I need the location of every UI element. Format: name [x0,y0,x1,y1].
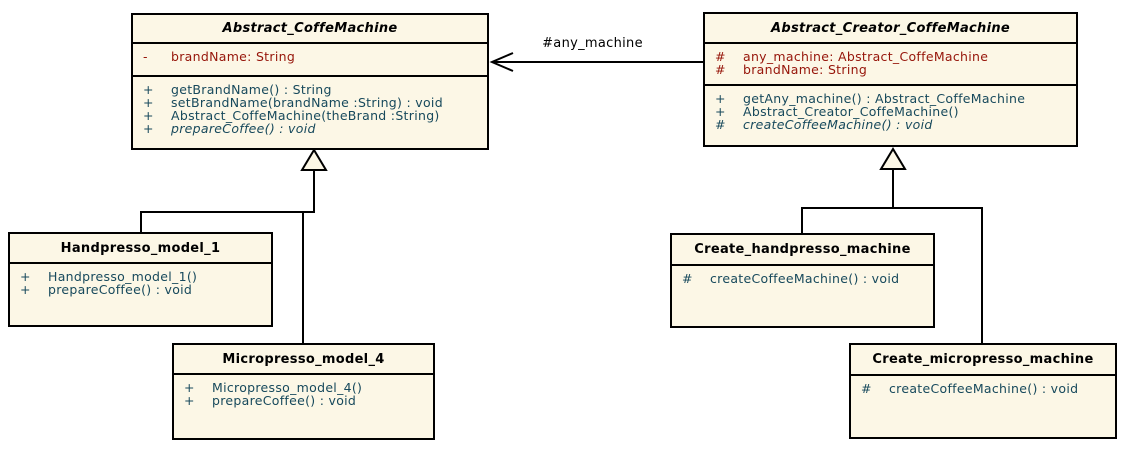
generalization-line-left [140,169,315,233]
class-name: Create_handpresso_machine [694,242,911,257]
method-row: + Handpresso_model_1() [10,270,271,283]
method-text: Handpresso_model_1() [48,269,198,284]
association-label: #any_machine [542,36,643,51]
method-row: # createCoffeeMachine() : void [851,382,1115,395]
method-text: createCoffeeMachine() : void [710,271,900,286]
class-handpresso-model-1[interactable]: Handpresso_model_1 + Handpresso_model_1()… [8,232,273,327]
method-text: Abstract_CoffeMachine(theBrand :String) [171,108,440,123]
methods-compartment: + getBrandName() : String + setBrandName(b… [133,75,487,148]
class-title-bar: Abstract_Creator_CoffeMachine [705,14,1076,42]
method-text: prepareCoffee() : void [171,121,316,136]
visibility-marker: + [143,82,154,97]
class-abstract-creator-coffemachine[interactable]: Abstract_Creator_CoffeMachine # any_machi… [703,12,1078,147]
visibility-marker: + [184,393,195,408]
class-micropresso-model-4[interactable]: Micropresso_model_4 + Micropresso_model_4… [172,343,435,440]
visibility-marker: + [184,380,195,395]
class-title-bar: Create_micropresso_machine [851,345,1115,374]
method-row: + prepareCoffee() : void [174,394,433,407]
visibility-marker: + [715,91,726,106]
class-name: Micropresso_model_4 [222,351,385,367]
method-text: createCoffeeMachine() : void [889,381,1079,396]
method-row: + getBrandName() : String [133,83,487,96]
attribute-row: - brandName: String [133,50,487,63]
attribute-row: # any_machine: Abstract_CoffeMachine [705,50,1076,63]
visibility-marker: # [715,117,726,132]
method-row: + Abstract_Creator_CoffeMachine() [705,105,1076,118]
visibility-marker: # [715,62,726,77]
method-row: + setBrandName(brandName :String) : void [133,96,487,109]
visibility-marker: + [20,269,31,284]
method-text: Abstract_Creator_CoffeMachine() [743,104,959,119]
attribute-text: brandName: String [743,62,868,77]
method-row: + Abstract_CoffeMachine(theBrand :String) [133,109,487,122]
inheritance-triangle-icon-left [300,148,328,171]
class-name: Abstract_Creator_CoffeMachine [770,20,1011,36]
visibility-marker: + [20,282,31,297]
class-create-micropresso-machine[interactable]: Create_micropresso_machine # createCoffee… [849,343,1117,439]
method-text: Micropresso_model_4() [212,380,363,395]
visibility-marker: + [143,108,154,123]
method-text: prepareCoffee() : void [48,282,193,297]
class-name: Handpresso_model_1 [60,240,221,256]
method-text: createCoffeeMachine() : void [743,117,933,132]
methods-compartment: + Micropresso_model_4() + prepareCoffee() … [174,373,433,438]
association-arrowhead-icon [489,52,514,72]
class-title-bar: Abstract_CoffeMachine [133,15,487,42]
method-row: + prepareCoffee() : void [10,283,271,296]
class-create-handpresso-machine[interactable]: Create_handpresso_machine # createCoffeeM… [670,233,935,328]
attribute-row: # brandName: String [705,63,1076,76]
class-title-bar: Handpresso_model_1 [10,234,271,262]
method-row: + getAny_machine() : Abstract_CoffeMachin… [705,92,1076,105]
visibility-marker: + [143,121,154,136]
visibility-marker: - [143,49,148,64]
attribute-text: any_machine: Abstract_CoffeMachine [743,49,989,64]
attributes-compartment: # any_machine: Abstract_CoffeMachine # bra… [705,42,1076,84]
methods-compartment: # createCoffeeMachine() : void [672,264,933,326]
visibility-marker: + [143,95,154,110]
attributes-compartment: - brandName: String [133,42,487,75]
methods-compartment: # createCoffeeMachine() : void [851,374,1115,437]
method-text: setBrandName(brandName :String) : void [171,95,443,110]
attribute-text: brandName: String [171,49,296,64]
visibility-marker: + [715,104,726,119]
class-name: Create_micropresso_machine [872,352,1094,367]
methods-compartment: + Handpresso_model_1() + prepareCoffee() :… [10,262,271,325]
visibility-marker: # [861,381,872,396]
method-text: getBrandName() : String [171,82,332,97]
method-row: + prepareCoffee() : void [133,122,487,135]
visibility-marker: # [682,271,693,286]
visibility-marker: # [715,49,726,64]
class-abstract-coffemachine[interactable]: Abstract_CoffeMachine - brandName: String… [131,13,489,150]
class-title-bar: Micropresso_model_4 [174,345,433,373]
class-name: Abstract_CoffeMachine [222,21,398,36]
method-row: # createCoffeeMachine() : void [705,118,1076,131]
method-row: # createCoffeeMachine() : void [672,272,933,285]
class-title-bar: Create_handpresso_machine [672,235,933,264]
inheritance-triangle-icon-right [879,147,907,170]
methods-compartment: + getAny_machine() : Abstract_CoffeMachin… [705,84,1076,145]
method-row: + Micropresso_model_4() [174,381,433,394]
method-text: prepareCoffee() : void [212,393,357,408]
method-text: getAny_machine() : Abstract_CoffeMachine [743,91,1026,106]
